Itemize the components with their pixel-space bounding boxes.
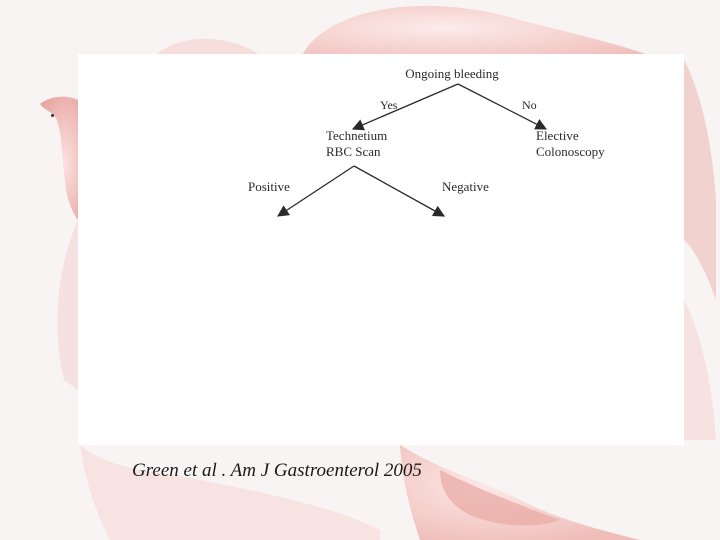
pink-shape-bottom-right	[400, 445, 640, 540]
edge-label-no: No	[522, 98, 537, 112]
citation: Green et al . Am J Gastroenterol 2005	[132, 460, 422, 481]
node-ongoing-bleeding: Ongoing bleeding	[405, 66, 499, 81]
node-technetium-line1: Technetium	[326, 128, 387, 143]
pink-shape-left	[40, 96, 90, 230]
edge-root-to-colonoscopy	[457, 83, 548, 130]
edge-technetium-to-positive	[277, 165, 355, 217]
node-elective-line2: Colonoscopy	[536, 144, 605, 159]
pink-shape-left-lower	[57, 220, 78, 390]
node-technetium-line2: RBC Scan	[326, 144, 381, 159]
node-positive: Positive	[248, 179, 290, 194]
flowchart-panel: Ongoing bleeding Yes No Technetium RBC S…	[78, 54, 684, 445]
edge-label-yes: Yes	[380, 98, 398, 112]
pink-shape-top	[300, 5, 660, 60]
pink-shape-right	[684, 60, 716, 300]
node-elective-line1: Elective	[536, 128, 579, 143]
pink-shape-right-lower	[684, 300, 716, 440]
pink-shape-bottom-fold	[440, 470, 560, 526]
flowchart-diagram: Ongoing bleeding Yes No Technetium RBC S…	[248, 66, 605, 217]
edge-technetium-to-negative	[353, 165, 446, 217]
edge-root-to-technetium	[351, 83, 459, 131]
pink-shape-bottom-left	[80, 445, 380, 540]
bullet-dot	[51, 114, 54, 117]
node-negative: Negative	[442, 179, 489, 194]
